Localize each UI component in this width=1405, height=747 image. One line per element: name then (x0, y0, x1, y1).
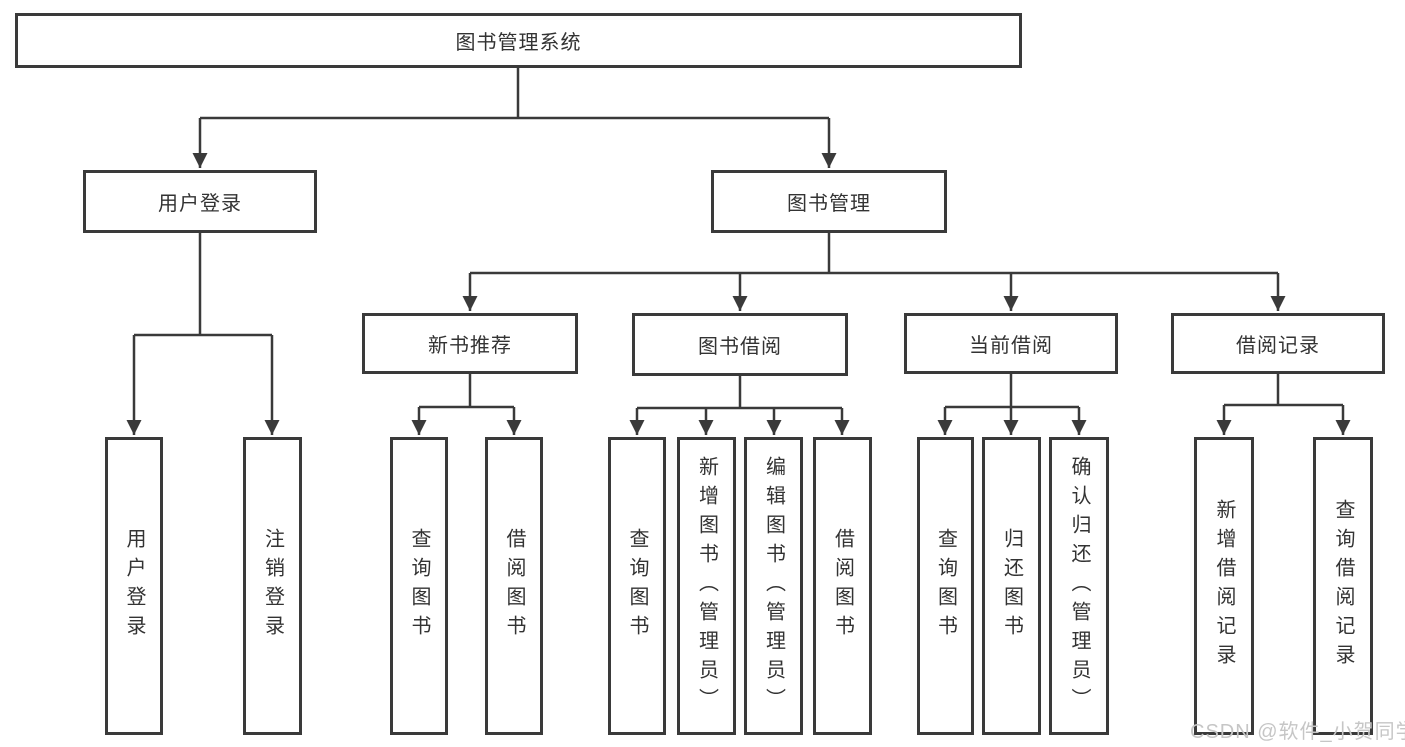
node-root-system: 图书管理系统 (15, 13, 1022, 68)
node-leaf-logout-label: 注销登录 (261, 528, 284, 644)
node-leaf-newbooks-borrow: 借阅图书 (485, 437, 543, 735)
node-leaf-borrowing-edit-admin-label: 编辑图书（管理员） (762, 455, 785, 717)
node-book-management: 图书管理 (711, 170, 947, 233)
node-root-system-label: 图书管理系统 (455, 32, 582, 54)
node-leaf-borrowing-query: 查询图书 (608, 437, 666, 735)
node-leaf-records-add: 新增借阅记录 (1194, 437, 1254, 735)
node-leaf-borrowing-query-label: 查询图书 (626, 528, 648, 644)
node-leaf-newbooks-borrow-label: 借阅图书 (503, 528, 525, 644)
node-leaf-borrowing-edit-admin: 编辑图书（管理员） (744, 437, 803, 735)
node-leaf-current-confirm-admin-label: 确认归还（管理员） (1068, 455, 1090, 717)
node-leaf-current-query-label: 查询图书 (934, 528, 957, 644)
node-leaf-current-confirm-admin: 确认归还（管理员） (1049, 437, 1109, 735)
node-leaf-records-query: 查询借阅记录 (1313, 437, 1373, 735)
node-leaf-current-query: 查询图书 (917, 437, 974, 735)
node-leaf-newbooks-query: 查询图书 (390, 437, 448, 735)
node-leaf-borrowing-add-admin-label: 新增图书（管理员） (695, 455, 718, 717)
node-leaf-records-add-label: 新增借阅记录 (1213, 499, 1235, 673)
node-leaf-records-query-label: 查询借阅记录 (1332, 499, 1354, 673)
node-borrowing-records: 借阅记录 (1171, 313, 1385, 374)
node-leaf-user-login-label: 用户登录 (123, 528, 145, 644)
node-leaf-borrowing-borrow-label: 借阅图书 (831, 528, 854, 644)
node-book-borrowing-label: 图书借阅 (698, 336, 782, 358)
node-leaf-newbooks-query-label: 查询图书 (408, 528, 430, 644)
node-current-borrowing-label: 当前借阅 (969, 335, 1053, 357)
node-leaf-logout: 注销登录 (243, 437, 302, 735)
node-leaf-current-return: 归还图书 (982, 437, 1041, 735)
node-borrowing-records-label: 借阅记录 (1236, 335, 1320, 357)
node-current-borrowing: 当前借阅 (904, 313, 1118, 374)
node-book-borrowing: 图书借阅 (632, 313, 848, 376)
node-leaf-borrowing-borrow: 借阅图书 (813, 437, 872, 735)
node-new-book-recommend: 新书推荐 (362, 313, 578, 374)
node-leaf-borrowing-add-admin: 新增图书（管理员） (677, 437, 736, 735)
node-leaf-current-return-label: 归还图书 (1000, 528, 1023, 644)
node-user-login: 用户登录 (83, 170, 317, 233)
watermark: CSDN @软件_小贺同学 (1190, 721, 1405, 743)
node-user-login-label: 用户登录 (158, 193, 242, 215)
node-book-management-label: 图书管理 (787, 193, 871, 215)
node-leaf-user-login: 用户登录 (105, 437, 163, 735)
node-new-book-recommend-label: 新书推荐 (428, 335, 512, 357)
